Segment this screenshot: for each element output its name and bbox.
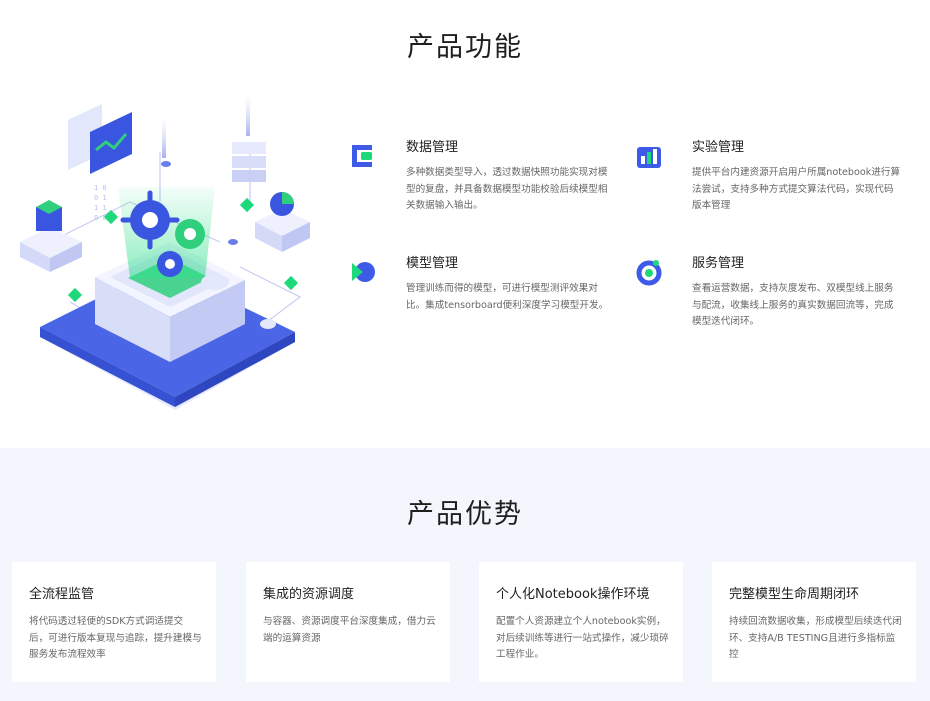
svg-text:0 1: 0 1 — [94, 194, 107, 202]
feature-data-management: 数据管理 多种数据类型导入，透过数据快照功能实现对模型的复盘，并具备数据模型功能… — [352, 139, 616, 215]
advantage-card-full-process: 全流程监管 将代码透过轻便的SDK方式调适提交后，可进行版本复现与追踪，提升建模… — [12, 562, 216, 682]
card-description: 与容器、资源调度平台深度集成，借力云端的运算资源 — [263, 616, 436, 644]
feature-description: 查看运营数据，支持灰度发布、双模型线上服务与配流，收集线上服务的真实数据回流等，… — [692, 283, 894, 327]
feature-model-management: 模型管理 管理训练而得的模型，可进行模型测评效果对比。集成tensorboard… — [352, 255, 616, 314]
card-description: 配置个人资源建立个人notebook实例，对后续训练等进行一站式操作，减少琐碎工… — [496, 616, 669, 660]
card-description: 将代码透过轻便的SDK方式调适提交后，可进行版本复现与追踪，提升建模与服务发布流… — [29, 616, 202, 660]
card-title: 全流程监管 — [29, 587, 95, 602]
feature-description: 多种数据类型导入，透过数据快照功能实现对模型的复盘，并具备数据模型功能校验后续模… — [406, 167, 608, 211]
feature-title: 实验管理 — [692, 140, 745, 155]
advantage-card-notebook-environment: 个人化Notebook操作环境 配置个人资源建立个人notebook实例，对后续… — [479, 562, 683, 682]
experiment-management-icon — [637, 147, 661, 168]
card-title: 完整模型生命周期闭环 — [729, 587, 860, 602]
feature-description: 提供平台内建资源开启用户所属notebook进行算法尝试，支持多种方式提交算法代… — [692, 167, 901, 211]
card-title: 个人化Notebook操作环境 — [496, 587, 650, 602]
svg-text:1 1: 1 1 — [94, 204, 107, 212]
svg-text:0 0: 0 0 — [94, 214, 107, 222]
card-description: 持续回流数据收集，形成模型后续迭代闭环、支持A/B TESTING且进行多指标监… — [729, 616, 902, 660]
features-section-title: 产品功能 — [407, 32, 523, 63]
feature-title: 模型管理 — [406, 256, 459, 271]
feature-title: 数据管理 — [406, 140, 459, 155]
service-management-icon — [636, 260, 662, 286]
model-management-icon — [352, 262, 375, 282]
feature-description: 管理训练而得的模型，可进行模型测评效果对比。集成tensorboard便利深度学… — [406, 283, 609, 311]
advantages-section-title: 产品优势 — [407, 499, 523, 530]
feature-service-management: 服务管理 查看运营数据，支持灰度发布、双模型线上服务与配流，收集线上服务的真实数… — [636, 255, 902, 331]
isometric-server-gears-illustration: 1 0 0 1 1 1 0 0 — [20, 96, 310, 410]
card-title: 集成的资源调度 — [263, 587, 355, 602]
feature-title: 服务管理 — [692, 256, 745, 271]
data-management-icon — [352, 145, 372, 167]
feature-experiment-management: 实验管理 提供平台内建资源开启用户所属notebook进行算法尝试，支持多种方式… — [637, 139, 902, 215]
svg-text:1 0: 1 0 — [94, 184, 107, 192]
advantage-card-model-lifecycle: 完整模型生命周期闭环 持续回流数据收集，形成模型后续迭代闭环、支持A/B TES… — [712, 562, 916, 682]
advantage-card-resource-scheduling: 集成的资源调度 与容器、资源调度平台深度集成，借力云端的运算资源 — [246, 562, 450, 682]
